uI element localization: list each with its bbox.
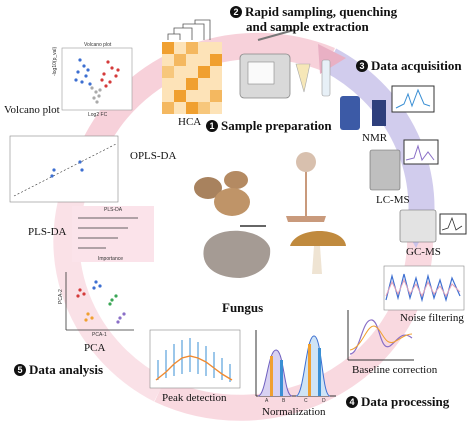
normalization-tick-c: C: [304, 398, 308, 404]
volcano-plot: [61, 47, 133, 111]
noise-filtering-plot: [383, 265, 465, 311]
normalization-plot: [255, 330, 336, 397]
pca-x-axis: PCA-1: [92, 332, 107, 338]
oplsda-plot: [9, 135, 119, 203]
step-3-number: 3: [356, 60, 368, 72]
lcms-label: LC-MS: [376, 194, 410, 206]
pca-y-axis: PCA-2: [58, 289, 64, 304]
step-5-number: 5: [14, 364, 26, 376]
step-2-text-line1: Rapid sampling, quenching: [245, 4, 398, 19]
plsda-plot: [72, 206, 154, 262]
normalization-label: Normalization: [262, 406, 326, 418]
normalization-tick-a: A: [265, 398, 269, 404]
step-4-number: 4: [346, 396, 358, 408]
hca-heatmap: [162, 19, 222, 114]
peak-detection-label: Peak detection: [162, 392, 227, 404]
step-2-number: 2: [230, 6, 242, 18]
hca-label: HCA: [178, 116, 202, 128]
oplsda-label: OPLS-DA: [130, 150, 177, 162]
gcms-instrument: [399, 209, 467, 243]
baseline-correction-plot: [347, 310, 414, 361]
pca-label: PCA: [84, 342, 106, 354]
step-1-number: 1: [206, 120, 218, 132]
volcano-plot-y-axis: -log10(p_val): [52, 46, 58, 76]
plsda-label: PLS-DA: [28, 226, 67, 238]
normalization-tick-b: B: [282, 398, 286, 404]
fungus-label: Fungus: [222, 300, 264, 315]
pca-plot: [65, 272, 134, 331]
step-3-text: Data acquisition: [371, 58, 462, 73]
nmr-instrument: [340, 85, 435, 130]
peak-detection-plot: [149, 329, 241, 389]
normalization-tick-d: D: [322, 398, 326, 404]
sampling-equipment: [239, 29, 331, 99]
volcano-plot-title: Volcano plot: [84, 42, 112, 48]
gcms-label: GC-MS: [406, 246, 441, 258]
plsda-plot-x-axis: Importance: [98, 256, 124, 262]
step-1-text: Sample preparation: [221, 118, 332, 133]
volcano-plot-x-axis: Log2 FC: [88, 112, 108, 118]
step-5-text: Data analysis: [29, 362, 104, 377]
lcms-instrument: [369, 139, 439, 191]
step-2-text-line2: and sample extraction: [246, 19, 369, 34]
fungi-illustration: [194, 152, 346, 278]
step-4-text: Data processing: [361, 394, 450, 409]
nmr-label: NMR: [362, 132, 388, 144]
plsda-plot-title: PLS-DA: [104, 207, 123, 213]
noise-filtering-label: Noise filtering: [400, 312, 464, 324]
volcano-plot-label: Volcano plot: [4, 104, 60, 116]
baseline-correction-label: Baseline correction: [352, 364, 438, 376]
